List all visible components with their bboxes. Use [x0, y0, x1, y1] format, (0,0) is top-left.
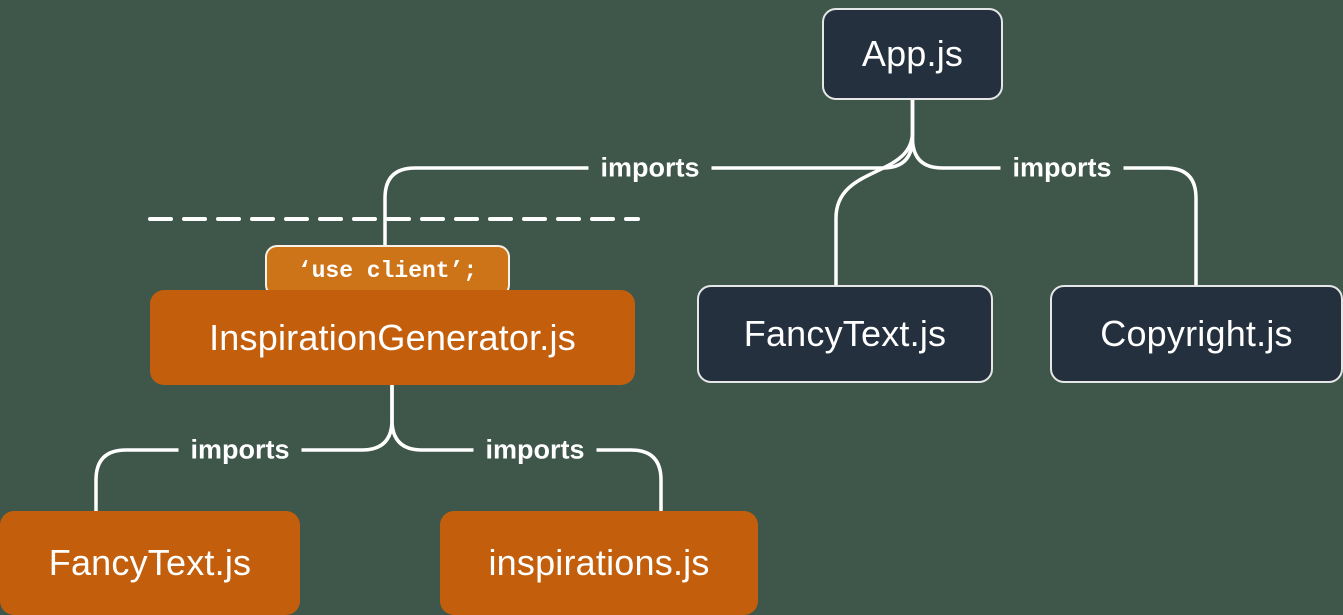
edge-app-to-fancy-text — [834, 98, 915, 289]
node-copyright-js: Copyright.js — [1050, 285, 1343, 383]
imports-label-inspiration-generator-to-inspirations: imports — [473, 434, 597, 466]
node-inspiration-generator-js: InspirationGenerator.js — [150, 290, 635, 385]
imports-label-inspiration-generator-to-fancy-text: imports — [178, 434, 302, 466]
edge-app-to-copyright — [910, 98, 1198, 289]
imports-label-app-to-copyright: imports — [1000, 152, 1124, 184]
node-fancy-text-js-server: FancyText.js — [697, 285, 993, 383]
node-app-js: App.js — [822, 8, 1003, 100]
node-fancy-text-js-server-label: FancyText.js — [743, 313, 947, 354]
node-fancy-text-js-client: FancyText.js — [0, 511, 300, 615]
node-inspirations-js-label: inspirations.js — [488, 542, 710, 583]
use-client-directive-text: ‘use client’; — [297, 258, 478, 284]
node-app-js-label: App.js — [861, 33, 964, 74]
node-inspirations-js: inspirations.js — [440, 511, 758, 615]
imports-label-app-to-inspiration-generator: imports — [588, 152, 712, 184]
node-inspiration-generator-js-label: InspirationGenerator.js — [209, 316, 576, 358]
node-fancy-text-js-client-label: FancyText.js — [48, 542, 252, 583]
node-copyright-js-label: Copyright.js — [1100, 313, 1293, 354]
